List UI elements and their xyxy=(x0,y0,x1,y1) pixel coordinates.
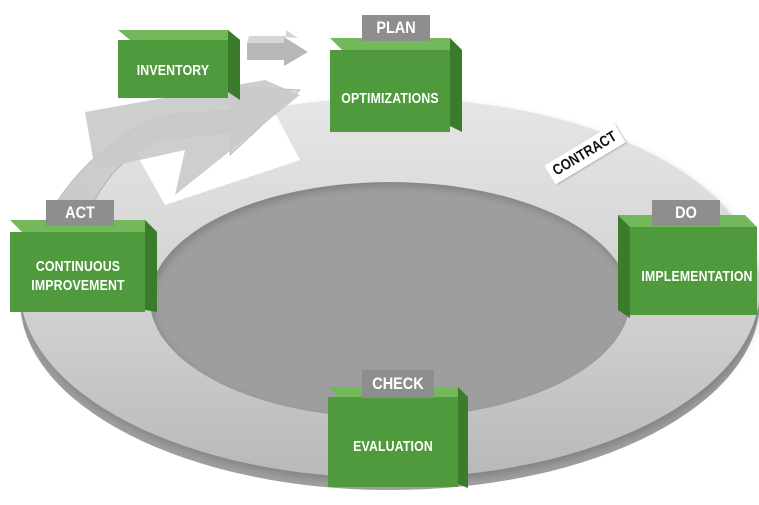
do-label: IMPLEMENTATION xyxy=(641,268,753,285)
inventory-box xyxy=(118,30,240,100)
cycle-ring xyxy=(20,75,759,490)
check-box xyxy=(328,370,468,488)
plan-box xyxy=(330,15,462,132)
act-tag xyxy=(46,200,114,226)
inventory-arrow xyxy=(247,30,308,66)
do-box xyxy=(618,200,757,318)
do-tag xyxy=(652,200,720,226)
cycle-arrow xyxy=(34,80,301,246)
act-box xyxy=(10,200,157,312)
check-tag xyxy=(362,370,434,398)
plan-tag-label: PLAN xyxy=(376,18,416,37)
act-tag-label: ACT xyxy=(65,203,95,222)
check-label: EVALUATION xyxy=(353,438,433,455)
plan-tag xyxy=(362,15,430,41)
check-tag-label: CHECK xyxy=(372,374,424,393)
act-label: CONTINUOUS IMPROVEMENT xyxy=(31,258,125,294)
plan-label: OPTIMIZATIONS xyxy=(341,90,439,107)
do-tag-label: DO xyxy=(675,203,697,222)
inventory-label: INVENTORY xyxy=(136,62,210,79)
